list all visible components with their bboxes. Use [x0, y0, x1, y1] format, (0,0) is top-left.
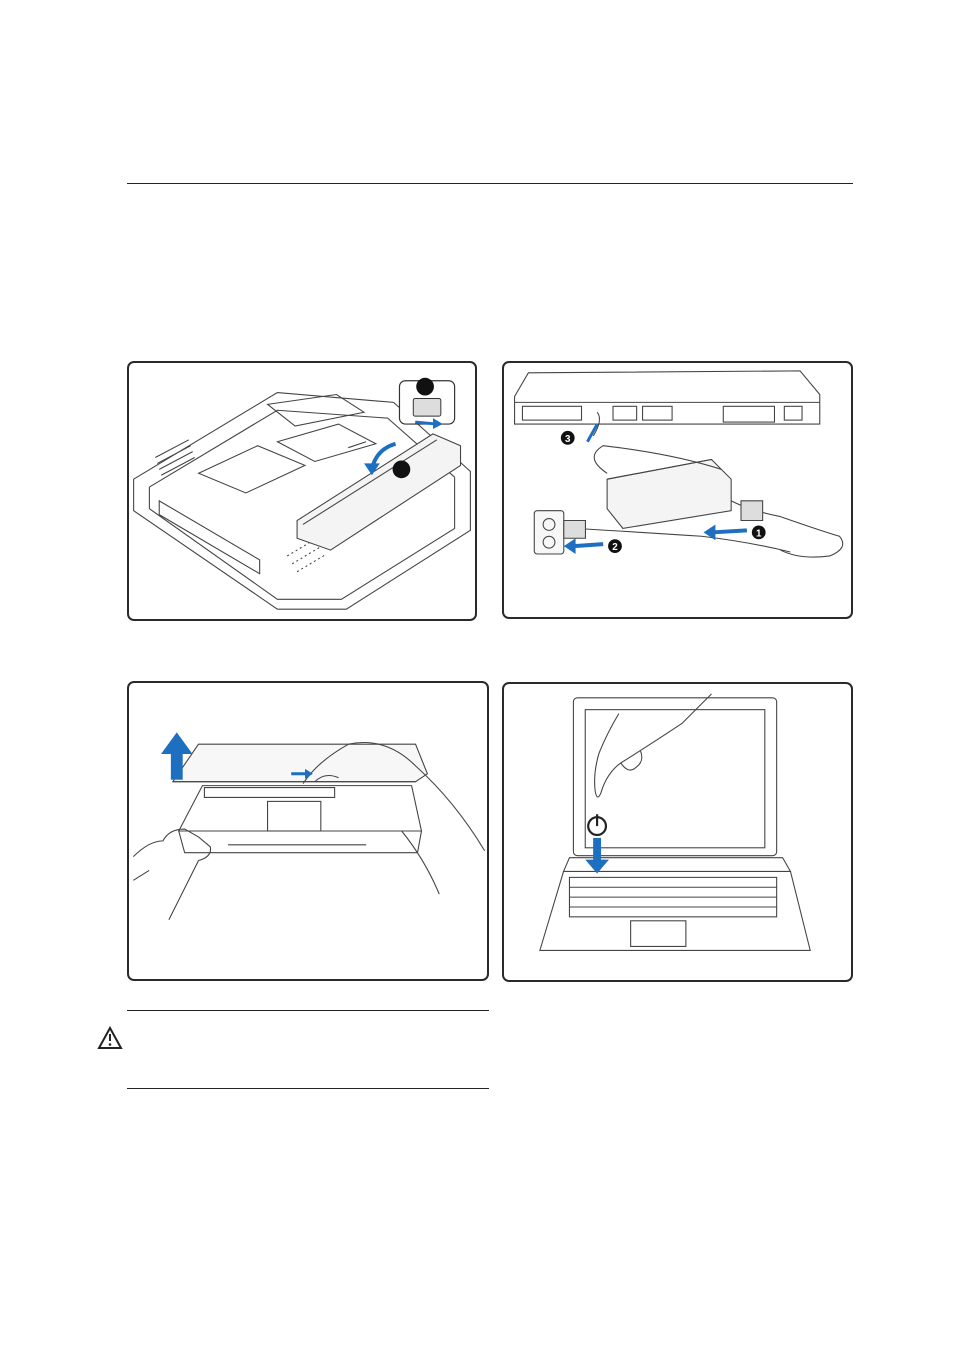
header-rule [127, 183, 853, 184]
step-marker-3: 3 [565, 434, 571, 445]
figure-power-on [502, 682, 853, 982]
step-marker-2: 2 [612, 542, 618, 553]
warning-rule-bottom [127, 1088, 489, 1089]
figure-connect-power: 1 2 3 [502, 361, 853, 619]
warning-triangle-icon [97, 1026, 123, 1050]
power-adapter-illustration: 1 2 3 [504, 363, 851, 617]
step-marker-1: 1 [756, 528, 762, 539]
warning-rule-top [127, 1010, 489, 1011]
figure-install-battery [127, 361, 477, 621]
power-button-illustration [504, 684, 851, 980]
figure-open-panel [127, 681, 489, 981]
battery-install-illustration [129, 363, 475, 619]
open-lid-illustration [129, 683, 487, 979]
